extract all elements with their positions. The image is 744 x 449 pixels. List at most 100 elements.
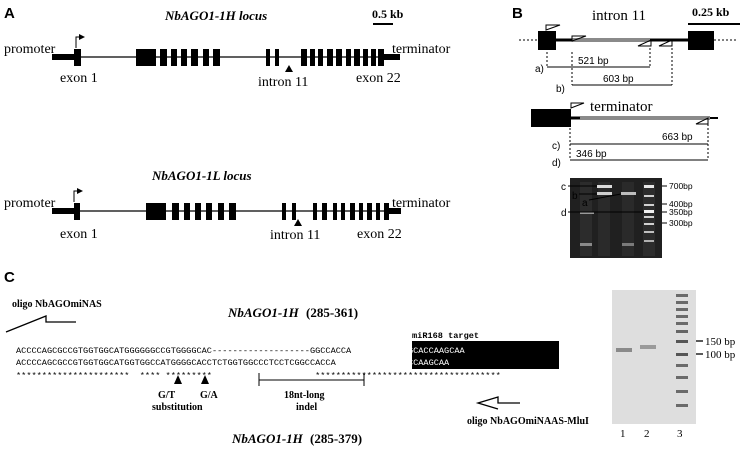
indel-label-2: indel: [296, 402, 317, 413]
frag-c-length: 663 bp: [662, 132, 693, 143]
locus-h-terminator-box: [384, 54, 400, 60]
exon: [181, 49, 187, 66]
panel-b-scale-label: 0.25 kb: [692, 5, 730, 19]
mir168-target-box: [412, 341, 559, 369]
locus-h-intron-marker: [285, 65, 293, 72]
locus-h: NbAGO1-1H locus: [4, 8, 451, 90]
frag-b-length: 603 bp: [603, 74, 634, 85]
seq-title-top-range: (285-361): [306, 305, 358, 320]
locus-h-exons: [74, 49, 384, 66]
panel-b-intron-label: intron 11: [592, 8, 646, 24]
panel-b-primer-term-rev: [695, 117, 709, 125]
exon: [384, 203, 389, 220]
gel-d-lane-1: 1: [620, 428, 626, 440]
frag-d-label: d): [552, 158, 561, 169]
panel-b-primer-term-fwd: [570, 102, 585, 109]
locus-l-title: NbAGO1-1L locus: [151, 168, 252, 183]
exon: [310, 49, 315, 66]
panel-a-letter: A: [4, 5, 15, 22]
frag-a-label: a): [535, 64, 544, 75]
gel-d-background: [612, 290, 696, 424]
locus-h-tss-arrow: [75, 34, 85, 48]
panel-b-last-exon: [531, 109, 571, 127]
panel-b-primer-rev1: [637, 39, 652, 47]
panel-b-letter: B: [512, 5, 523, 22]
panel-b: B 0.25 kb intron 11 a) 521 bp b) 603 bp …: [512, 5, 740, 258]
sub-marker-2: [201, 375, 209, 384]
oligo-rev-arrow: [475, 396, 520, 410]
exon: [213, 49, 220, 66]
gel-d-ladder-band: [676, 340, 688, 343]
panel-d: D 150 bp 100 bp 1 2 3: [612, 290, 736, 440]
gel-letter-b: b: [572, 191, 578, 202]
exon: [74, 203, 80, 220]
gel-marker-400: 400bp: [669, 199, 693, 209]
exon: [346, 49, 351, 66]
gel-ladder-band: [644, 185, 654, 188]
locus-l-promoter-label: promoter: [4, 196, 56, 211]
seq-line-1: ACCCCAGCGCCGTGGTGGCATGGGGGGCCGTGGGGCAC--…: [16, 346, 511, 356]
seq2-target: GTACCCGAGCTGCACCAAGCAA: [336, 358, 450, 368]
panel-b-terminator-label: terminator: [590, 99, 652, 115]
seq-title-bottom-range: (285-379): [310, 431, 362, 446]
gel-marker-700: 700bp: [669, 181, 693, 191]
gel-ladder-band: [644, 223, 654, 225]
exon: [376, 203, 380, 220]
locus-h-promoter-label: promoter: [4, 42, 56, 57]
locus-h-exon1-label: exon 1: [60, 71, 98, 86]
exon: [184, 203, 190, 220]
exon: [229, 203, 236, 220]
gel-d-ladder-band: [676, 376, 688, 379]
locus-h-promoter-box: [52, 54, 74, 60]
panel-b-gel: [570, 178, 662, 258]
exon: [160, 49, 167, 66]
indel-label-1: 18nt-long: [284, 390, 325, 401]
gel-d-marker-150: 150 bp: [705, 336, 736, 348]
gel-d-ladder-band: [676, 404, 688, 407]
seq1-post: ACCAGACTC: [465, 346, 511, 356]
gel-d-ladder-band: [676, 364, 688, 367]
locus-l-terminator-box: [389, 208, 401, 214]
gel-ladder-band: [644, 240, 654, 242]
frag-d-length: 346 bp: [576, 149, 607, 160]
substitution-label: substitution: [152, 402, 203, 413]
frag-c-label: c): [552, 141, 560, 152]
exon: [341, 203, 345, 220]
seq-consensus-stars: ********************** **** ********* **…: [16, 371, 501, 381]
locus-h-terminator-label: terminator: [392, 42, 451, 57]
exon: [292, 203, 296, 220]
exon: [203, 49, 209, 66]
exon: [363, 49, 368, 66]
gel-d-ladder-band: [676, 353, 688, 356]
gel-band-d: [580, 212, 594, 214]
oligo-rev-label: oligo NbAGOmiNAAS-MluI: [467, 416, 589, 427]
panel-a-scale-label: 0.5 kb: [372, 7, 404, 21]
gel-d-lane-3: 3: [677, 428, 683, 440]
gel-lane-1: [580, 182, 592, 256]
panel-b-primer-fwd1: [545, 24, 561, 31]
frag-a-length: 521 bp: [578, 56, 609, 67]
gel-band-b: [597, 192, 612, 195]
locus-l-terminator-label: terminator: [392, 196, 451, 211]
panel-c: C oligo NbAGOmiNAS NbAGO1-1H (285-361) m…: [4, 269, 589, 446]
exon: [371, 49, 376, 66]
exon: [206, 203, 212, 220]
gel-marker-300: 300bp: [669, 218, 693, 228]
gel-marker-350: 350bp: [669, 207, 693, 217]
locus-l-exon22-label: exon 22: [357, 227, 402, 242]
locus-l-intron-marker: [294, 219, 302, 226]
gel-d-ladder-band: [676, 315, 688, 318]
exon: [282, 203, 286, 220]
seq-line-2: ACCCCAGCGCCGTGGTGGCATGGTGGCCATGGGGCACCTC…: [16, 358, 496, 368]
gel-lane-ladder: [643, 182, 655, 256]
exon: [275, 49, 279, 66]
locus-l-exon1-label: exon 1: [60, 227, 98, 242]
gel-d-marker-100: 100 bp: [705, 349, 736, 361]
locus-l: NbAGO1-1L locus: [4, 168, 451, 243]
gel-ladder-band: [644, 195, 654, 197]
exon: [172, 203, 179, 220]
gel-d-ladder-band: [676, 294, 688, 297]
sub2-label: G/A: [200, 390, 219, 401]
locus-l-promoter-box: [52, 208, 74, 214]
exon: [367, 203, 372, 220]
